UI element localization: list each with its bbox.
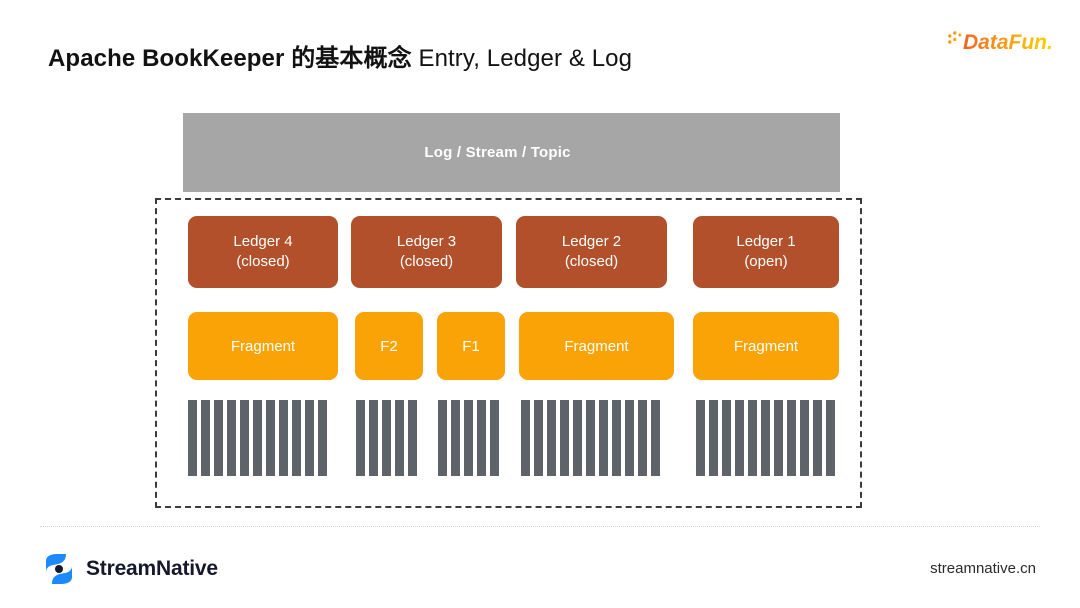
ledger-state: (closed) — [564, 253, 619, 270]
fragment-box: Fragment — [693, 312, 839, 380]
page-title-bold: Apache BookKeeper 的基本概念 — [48, 45, 412, 72]
entry-bar — [573, 400, 582, 476]
entry-bar — [521, 400, 530, 476]
datafun-logo: DataFun. — [948, 31, 1053, 54]
entry-bar — [305, 400, 314, 476]
ledger-name: Ledger 1 — [736, 233, 796, 251]
ledger-name: Ledger 4 — [233, 233, 293, 251]
entry-bar — [625, 400, 634, 476]
entry-bar — [464, 400, 473, 476]
streamnative-mark-icon — [46, 554, 72, 584]
entry-bar — [813, 400, 822, 476]
ledger-box: Ledger 3 (closed) — [351, 216, 502, 288]
entry-bar — [696, 400, 705, 476]
entry-bar — [240, 400, 249, 476]
entry-group — [438, 400, 499, 476]
website-url: streamnative.cn — [930, 560, 1036, 577]
entry-bar — [395, 400, 404, 476]
entry-bar — [800, 400, 809, 476]
entry-bar — [560, 400, 569, 476]
entry-bar — [490, 400, 499, 476]
entry-bar — [227, 400, 236, 476]
entry-bar — [599, 400, 608, 476]
ledger-name: Ledger 2 — [561, 233, 622, 251]
entry-group — [696, 400, 835, 476]
entry-bar — [826, 400, 835, 476]
entry-bar — [438, 400, 447, 476]
page-title-regular: Entry, Ledger & Log — [411, 45, 633, 72]
entry-bar — [356, 400, 365, 476]
bookkeeper-dashed-container — [155, 198, 862, 508]
entry-group — [521, 400, 660, 476]
footer-divider — [40, 526, 1040, 527]
entry-bar — [451, 400, 460, 476]
entry-bar — [547, 400, 556, 476]
ledger-box: Ledger 1 (open) — [693, 216, 839, 288]
entry-bar — [787, 400, 796, 476]
ledger-state: (open) — [744, 253, 788, 270]
entry-bar — [188, 400, 197, 476]
page-title: Apache BookKeeper 的基本概念 Entry, Ledger & … — [48, 38, 632, 73]
ledger-state: (closed) — [399, 253, 454, 270]
entry-bar — [761, 400, 770, 476]
fragment-row: Fragment F2 F1 Fragment Fragment — [188, 312, 848, 380]
entry-bar — [201, 400, 210, 476]
entry-bar — [534, 400, 543, 476]
entry-bar — [709, 400, 718, 476]
entry-bar — [214, 400, 223, 476]
entry-group — [356, 400, 417, 476]
fragment-box: F1 — [437, 312, 505, 380]
entry-bar — [651, 400, 660, 476]
entry-bar — [369, 400, 378, 476]
ledger-state: (closed) — [236, 253, 290, 270]
entry-bar — [722, 400, 731, 476]
svg-text:DataFun.: DataFun. — [963, 31, 1053, 54]
entry-bar — [292, 400, 301, 476]
fragment-box: Fragment — [188, 312, 338, 380]
ledger-box: Ledger 4 (closed) — [188, 216, 338, 288]
entry-bar — [408, 400, 417, 476]
entry-bar — [382, 400, 391, 476]
entry-bar — [774, 400, 783, 476]
entry-bar — [586, 400, 595, 476]
ledger-row: Ledger 4 (closed) Ledger 3 (closed) Ledg… — [188, 216, 848, 288]
streamnative-logo: StreamNative — [44, 552, 218, 586]
entry-bar — [266, 400, 275, 476]
fragment-box: Fragment — [519, 312, 674, 380]
entry-bar — [735, 400, 744, 476]
entry-bar — [748, 400, 757, 476]
entry-bar — [318, 400, 327, 476]
entry-bar — [279, 400, 288, 476]
ledger-name: Ledger 3 — [396, 233, 457, 251]
entry-group — [188, 400, 327, 476]
streamnative-wordmark: StreamNative — [86, 557, 218, 580]
log-bar-label: Log / Stream / Topic — [424, 144, 571, 161]
ledger-box: Ledger 2 (closed) — [516, 216, 667, 288]
entry-bar — [638, 400, 647, 476]
entry-bar — [612, 400, 621, 476]
entry-row — [188, 400, 848, 476]
fragment-box: F2 — [355, 312, 423, 380]
entry-bar — [477, 400, 486, 476]
entry-bar — [253, 400, 262, 476]
log-stream-topic-bar: Log / Stream / Topic — [183, 113, 840, 192]
